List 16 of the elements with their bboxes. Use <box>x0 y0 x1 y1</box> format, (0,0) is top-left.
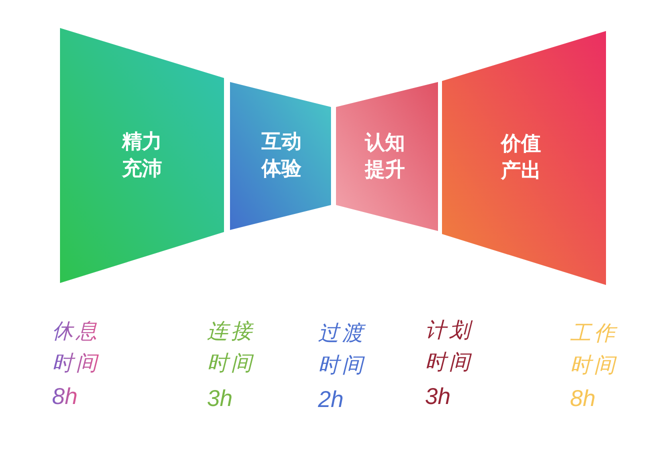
segment-label: 认知提升 <box>364 130 406 182</box>
time-category-label: 连接时间 <box>207 319 256 377</box>
hours-value: 8h <box>570 384 596 413</box>
hours-value: 3h <box>207 384 233 413</box>
time-category-label: 工作时间 <box>570 321 619 379</box>
time-category-label: 过渡时间 <box>318 321 367 379</box>
time-category-label: 计划时间 <box>425 318 474 376</box>
segment-label: 精力充沛 <box>120 130 163 182</box>
hours-value: 3h <box>425 382 451 411</box>
hours-value: 2h <box>318 385 344 414</box>
trapezoid-segment <box>336 82 438 231</box>
segment-label: 互动体验 <box>260 130 302 182</box>
trapezoid-segment <box>60 28 224 283</box>
segment-label: 价值产出 <box>500 132 542 184</box>
trapezoid-segment <box>442 31 606 285</box>
trapezoid-segment <box>230 82 331 230</box>
